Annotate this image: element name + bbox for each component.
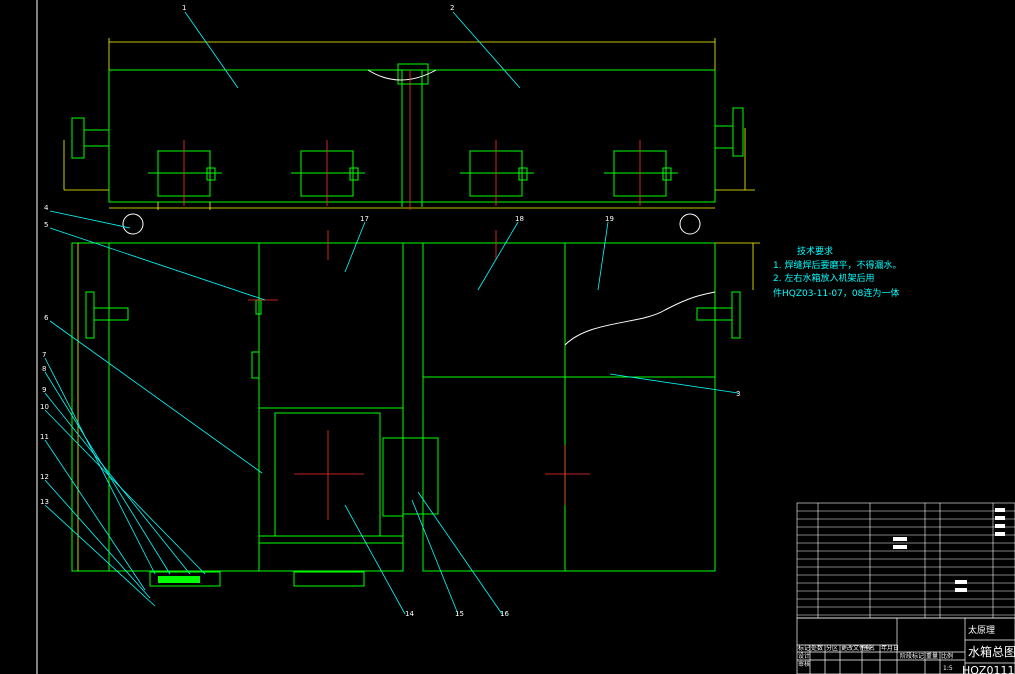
balloon-19: 19 [605,215,614,223]
plan-side-fittings [85,213,741,587]
plan-dimensions [77,242,760,571]
note-2: 2. 左右水箱放入机架后用 [773,272,874,284]
balloon-18: 18 [515,215,524,223]
tb-role-design: 设计 [798,652,810,660]
tb-drawing-number: HQZ01115-2 [962,664,1015,674]
balloon-4: 4 [44,204,49,212]
plan-right-tank [403,242,716,572]
tb-scale-label: 比例 [941,652,953,660]
tb-header-5: 年月日 [881,644,899,652]
top-dimensions [63,38,755,210]
technical-notes: 技术要求 1. 焊缝焊后要磨平，不得漏水。 2. 左右水箱放入机架后用 件HQZ… [773,245,901,299]
tb-weight: 重量 [926,652,938,660]
support-bar [158,576,200,583]
side-fittings-top [71,107,744,159]
balloon-7: 7 [42,351,46,359]
balloon-17: 17 [360,215,369,223]
balloon-3: 3 [736,390,740,398]
balloon-16: 16 [500,610,509,618]
balloon-9: 9 [42,386,46,394]
balloon-11: 11 [40,433,49,441]
tb-header-1: 处数 [811,644,823,652]
center-connector [402,437,439,515]
balloon-5: 5 [44,221,48,229]
break-line [564,291,716,346]
left-tank-outline [108,242,404,572]
leader-lines [44,11,739,615]
tb-company: 太原理 [968,624,995,636]
tb-scale: 1:5 [943,665,953,672]
right-tank-outline [422,242,716,572]
balloon-2: 2 [450,4,454,12]
title-block [796,617,1015,674]
balloon-1: 1 [182,4,186,12]
plan-left-tank [71,242,439,572]
tb-stage: 阶段标记 [900,652,924,660]
balloon-10: 10 [40,403,49,411]
note-3: 件HQZ03-11-07，08连为一体 [773,287,899,299]
balloon-13: 13 [40,498,49,506]
parts-fills [893,508,1005,592]
flange-units [148,150,678,197]
note-1: 1. 焊缝焊后要磨平，不得漏水。 [773,259,901,271]
balloon-6: 6 [44,314,49,322]
parts-list [796,502,1015,619]
tb-header-4: 签名 [863,644,875,652]
tb-header-2: 分区 [826,644,838,652]
balloon-15: 15 [455,610,464,618]
tb-role-review: 审核 [798,660,810,668]
plan-centerlines [248,230,590,520]
top-centerlines [183,70,641,210]
notes-heading: 技术要求 [797,245,833,257]
tb-title: 水箱总图 [968,644,1015,659]
left-drain-box [382,437,404,517]
tank-top-outline [108,69,716,203]
title-block-text: 标记 处数 分区 更改文件号 签名 年月日 设计 审核 阶段标记 重量 比例 1… [798,624,1015,674]
top-center-arc [367,69,437,81]
top-view [71,63,744,207]
balloon-8: 8 [42,365,46,373]
balloon-labels: 1 2 3 4 5 6 7 8 9 10 11 12 13 14 15 16 1… [40,4,740,618]
balloon-14: 14 [405,610,414,618]
tb-header-3: 更改文件号 [841,644,871,652]
tb-header-0: 标记 [798,644,810,652]
balloon-12: 12 [40,473,49,481]
left-tank-manhole [274,412,381,537]
